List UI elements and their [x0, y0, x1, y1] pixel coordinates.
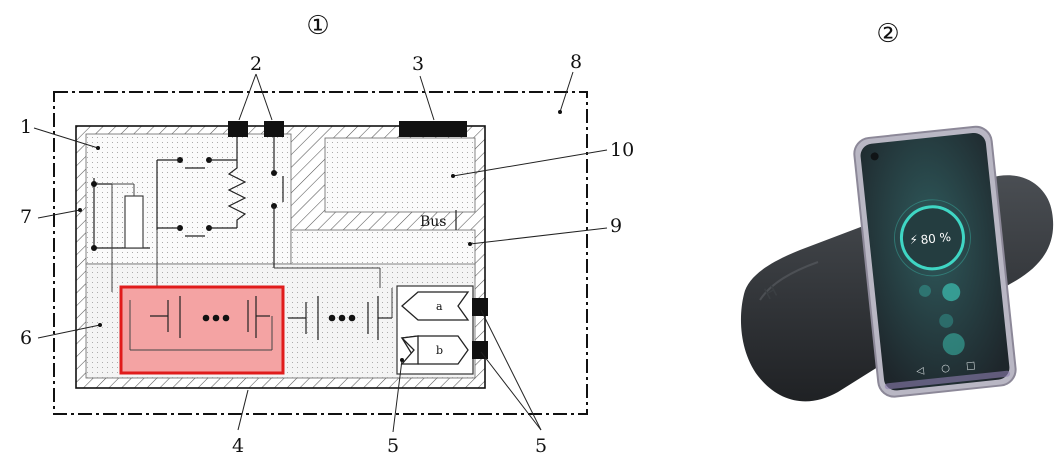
nav-recent-icon: □	[966, 360, 977, 372]
leader-dots	[78, 110, 562, 362]
product-photo: ② H ⚡ 80 % ◁ ○ □	[740, 19, 1054, 402]
battery-cells-highlighted	[129, 296, 273, 351]
callout-5-right: 5	[535, 435, 547, 457]
compartment-1-dots	[85, 133, 292, 265]
callout-7: 7	[20, 206, 32, 228]
callout-6: 6	[20, 327, 32, 349]
connector-port-left	[228, 121, 248, 137]
callout-10: 10	[610, 139, 634, 161]
panel-marker-1: ①	[306, 11, 329, 41]
output-port-a	[472, 298, 488, 316]
port-a-shape	[401, 291, 470, 321]
callout-4: 4	[232, 435, 244, 457]
nav-home-icon: ○	[941, 363, 951, 375]
switch-resistor-circuit	[91, 134, 381, 292]
callout-5-bottom: 5	[387, 435, 399, 457]
outer-enclosure	[53, 91, 588, 415]
panel-marker-2: ②	[876, 19, 899, 49]
callout-8: 8	[570, 51, 582, 73]
output-port-b	[472, 341, 488, 359]
battery-cells	[288, 288, 393, 340]
indicator-bar	[399, 121, 467, 137]
nav-back-icon: ◁	[916, 365, 925, 377]
schematic-diagram: ①	[20, 11, 634, 457]
highlighted-battery-pack	[119, 285, 285, 375]
charge-percent: 80 %	[920, 230, 952, 247]
smartphone: ⚡ 80 % ◁ ○ □	[853, 125, 1017, 398]
callout-1: 1	[20, 116, 32, 138]
charge-bolt-icon: ⚡	[909, 232, 919, 247]
charge-ring	[899, 205, 965, 271]
connector-port-right	[264, 121, 284, 137]
port-a-label: a	[436, 300, 443, 313]
leader-lines	[33, 71, 608, 433]
callout-2: 2	[250, 53, 262, 75]
callout-3: 3	[412, 53, 424, 75]
port-b-label: b	[436, 344, 443, 357]
callout-9: 9	[610, 215, 622, 237]
compartment-10-dots	[324, 137, 476, 213]
bus-label: Bus	[420, 214, 447, 230]
